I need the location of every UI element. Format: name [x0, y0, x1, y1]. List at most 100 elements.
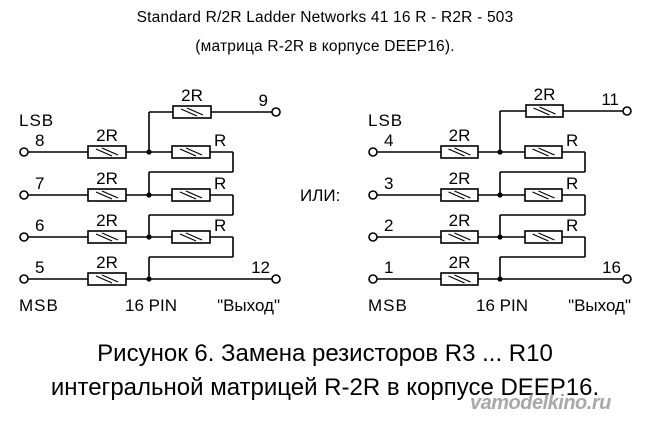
resistor-r [524, 188, 563, 202]
resistor-hatch-mark [539, 106, 556, 115]
terminal-input-pin [368, 190, 378, 200]
resistor-hatch-mark [448, 275, 465, 284]
resistor-r-label: R [214, 131, 226, 150]
resistor-2r [87, 272, 127, 286]
resistor-hatch-mark [532, 148, 549, 157]
resistor-2r-label: 2R [96, 253, 118, 272]
resistor-2r-label: 2R [449, 253, 471, 272]
resistor-hatch-mark [533, 107, 550, 116]
resistor-hatch-mark [185, 232, 203, 241]
resistor-body [525, 104, 564, 118]
figure-caption-line1: Рисунок 6. Замена резисторов R3 ... R10 [97, 340, 553, 367]
resistor-body [87, 272, 127, 286]
package-pin-count-label: 16 PIN [125, 296, 177, 315]
figure-caption-line2: интегральной матрицей R-2R в корпусе DEE… [50, 374, 600, 401]
resistor-2r [440, 272, 479, 286]
resistor-r-label: R [566, 174, 578, 193]
terminal-input-pin [19, 190, 29, 200]
resistor-r [524, 230, 563, 244]
input-pin-number: 3 [384, 174, 393, 193]
resistor-r-label: R [566, 216, 578, 235]
terminal-input-pin [368, 147, 378, 157]
terminal-input-pin [368, 274, 378, 284]
resistor-2r [87, 188, 127, 202]
input-pin-number: 2 [384, 216, 393, 235]
resistor-body [524, 145, 563, 159]
resistor-r [171, 145, 211, 159]
resistor-2r [440, 230, 479, 244]
resistor-body [171, 230, 211, 244]
output-pin-number: 12 [251, 258, 270, 277]
resistor-top-2r [172, 105, 212, 119]
resistor-hatch-mark [454, 274, 471, 283]
top-pin-number: 9 [259, 91, 268, 110]
resistor-hatch-mark [179, 233, 197, 242]
resistor-body [440, 145, 479, 159]
msb-label: MSB [19, 296, 59, 315]
resistor-2r [440, 145, 479, 159]
resistor-2r [87, 230, 127, 244]
resistor-body [524, 188, 563, 202]
diagram-subtitle: (матрица R-2R в корпусе DEEP16). [195, 38, 455, 55]
resistor-top-label: 2R [534, 85, 556, 104]
input-pin-number: 7 [35, 174, 44, 193]
watermark: vamodelkino.ru [470, 392, 611, 414]
resistor-r-label: R [566, 131, 578, 150]
resistor-hatch-mark [95, 275, 113, 284]
resistor-top-2r [525, 104, 564, 118]
resistor-hatch-mark [101, 274, 119, 283]
resistor-top-label: 2R [181, 86, 203, 105]
output-label: "Выход" [568, 296, 631, 315]
resistor-hatch-mark [95, 233, 113, 242]
resistor-2r-label: 2R [96, 126, 118, 145]
resistor-body [87, 230, 127, 244]
resistor-r [171, 230, 211, 244]
resistor-body [440, 230, 479, 244]
input-pin-number: 6 [35, 216, 44, 235]
resistor-hatch-mark [532, 233, 549, 242]
resistor-hatch-mark [185, 190, 203, 199]
lsb-label: LSB [19, 111, 54, 130]
resistor-hatch-mark [101, 147, 119, 156]
terminal-top-pin [271, 107, 281, 117]
resistor-hatch-mark [186, 107, 204, 116]
resistor-hatch-mark [454, 190, 471, 199]
resistor-2r-label: 2R [96, 211, 118, 230]
terminal-input-pin [19, 274, 29, 284]
resistor-2r [440, 188, 479, 202]
input-pin-number: 4 [384, 131, 393, 150]
input-pin-number: 8 [35, 131, 44, 150]
terminal-input-pin [19, 147, 29, 157]
top-pin-number: 11 [601, 90, 619, 109]
resistor-hatch-mark [538, 232, 555, 241]
msb-label: MSB [368, 296, 408, 315]
resistor-hatch-mark [179, 191, 197, 200]
resistor-body [440, 272, 479, 286]
resistor-hatch-mark [180, 108, 198, 117]
resistor-r [524, 145, 563, 159]
resistor-2r-label: 2R [449, 211, 471, 230]
resistor-2r-label: 2R [449, 126, 471, 145]
input-pin-number: 5 [35, 258, 44, 277]
resistor-body [171, 188, 211, 202]
resistor-2r-label: 2R [449, 169, 471, 188]
terminal-output-pin [271, 274, 281, 284]
resistor-hatch-mark [538, 147, 555, 156]
resistor-body [172, 105, 212, 119]
input-pin-number: 1 [384, 258, 393, 277]
resistor-r-label: R [214, 174, 226, 193]
resistor-hatch-mark [101, 190, 119, 199]
resistor-2r-label: 2R [96, 169, 118, 188]
lsb-label: LSB [368, 111, 403, 130]
resistor-body [87, 188, 127, 202]
resistor-2r [87, 145, 127, 159]
or-separator-label: ИЛИ: [300, 186, 340, 205]
resistor-hatch-mark [185, 147, 203, 156]
resistor-r-label: R [214, 216, 226, 235]
resistor-body [440, 188, 479, 202]
terminal-input-pin [19, 232, 29, 242]
resistor-hatch-mark [95, 191, 113, 200]
